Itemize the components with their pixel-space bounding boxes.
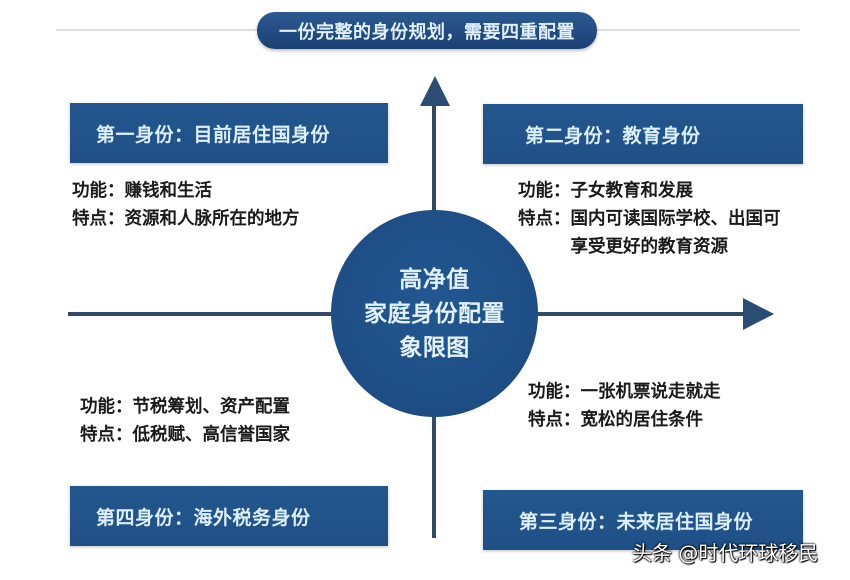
function-value: 子女教育和发展 <box>570 181 694 201</box>
quadrant-1-heading: 第一身份：目前居住国身份 <box>96 123 331 146</box>
function-label: 功能： <box>528 382 581 402</box>
feature-label: 特点： <box>80 425 133 445</box>
feature-label: 特点： <box>72 209 125 229</box>
quadrant-1-heading-box: 第一身份：目前居住国身份 <box>70 103 388 163</box>
center-title-line-1: 高净值 <box>399 266 470 293</box>
quadrant-4-function: 功能： 节税筹划、资产配置 <box>80 393 290 421</box>
feature-value: 国内可读国际学校、出国可享受更好的教育资源 <box>570 209 781 257</box>
quadrant-1-description: 功能： 赚钱和生活 特点： 资源和人脉所在的地方 <box>72 177 300 233</box>
center-title-line-2: 家庭身份配置 <box>364 300 505 327</box>
quadrant-2-description: 功能： 子女教育和发展 特点： 国内可读国际学校、出国可享受更好的教育资源 <box>518 177 788 261</box>
diagram-title: 一份完整的身份规划，需要四重配置 <box>279 21 575 43</box>
quadrant-4-description: 功能： 节税筹划、资产配置 特点： 低税赋、高信誉国家 <box>80 393 290 449</box>
quadrant-3-function: 功能： 一张机票说走就走 <box>528 378 721 406</box>
quadrant-3-heading: 第三身份：未来居住国身份 <box>519 510 754 533</box>
center-circle: 高净值 家庭身份配置 象限图 <box>331 210 538 417</box>
feature-value: 资源和人脉所在的地方 <box>124 209 300 229</box>
quadrant-2-heading: 第二身份：教育身份 <box>525 124 701 147</box>
feature-value: 低税赋、高信誉国家 <box>132 425 291 445</box>
quadrant-3-heading-box: 第三身份：未来居住国身份 <box>483 490 803 550</box>
quadrant-3-feature: 特点： 宽松的居住条件 <box>528 406 721 434</box>
function-value: 节税筹划、资产配置 <box>132 397 291 417</box>
quadrant-3-description: 功能： 一张机票说走就走 特点： 宽松的居住条件 <box>528 378 721 434</box>
function-label: 功能： <box>518 181 571 201</box>
feature-label: 特点： <box>518 209 571 229</box>
function-label: 功能： <box>80 397 133 417</box>
function-value: 一张机票说走就走 <box>580 382 721 402</box>
function-value: 赚钱和生活 <box>124 181 213 201</box>
quadrant-1-feature: 特点： 资源和人脉所在的地方 <box>72 205 300 233</box>
feature-label: 特点： <box>528 410 581 430</box>
function-label: 功能： <box>72 181 125 201</box>
arrow-right-icon <box>743 298 774 330</box>
quadrant-4-heading-box: 第四身份：海外税务身份 <box>70 486 388 546</box>
watermark: 头条 @时代环球移民 <box>632 541 819 565</box>
quadrant-2-feature: 特点： 国内可读国际学校、出国可享受更好的教育资源 <box>518 205 788 261</box>
quadrant-4-heading: 第四身份：海外税务身份 <box>96 506 311 529</box>
quadrant-2-heading-box: 第二身份：教育身份 <box>483 104 803 164</box>
quadrant-2-function: 功能： 子女教育和发展 <box>518 177 788 205</box>
center-title-line-3: 象限图 <box>399 334 470 361</box>
arrow-up-icon <box>420 76 450 106</box>
feature-value: 宽松的居住条件 <box>580 410 704 430</box>
quadrant-4-feature: 特点： 低税赋、高信誉国家 <box>80 421 290 449</box>
quadrant-1-function: 功能： 赚钱和生活 <box>72 177 300 205</box>
diagram-title-banner: 一份完整的身份规划，需要四重配置 <box>257 12 597 49</box>
